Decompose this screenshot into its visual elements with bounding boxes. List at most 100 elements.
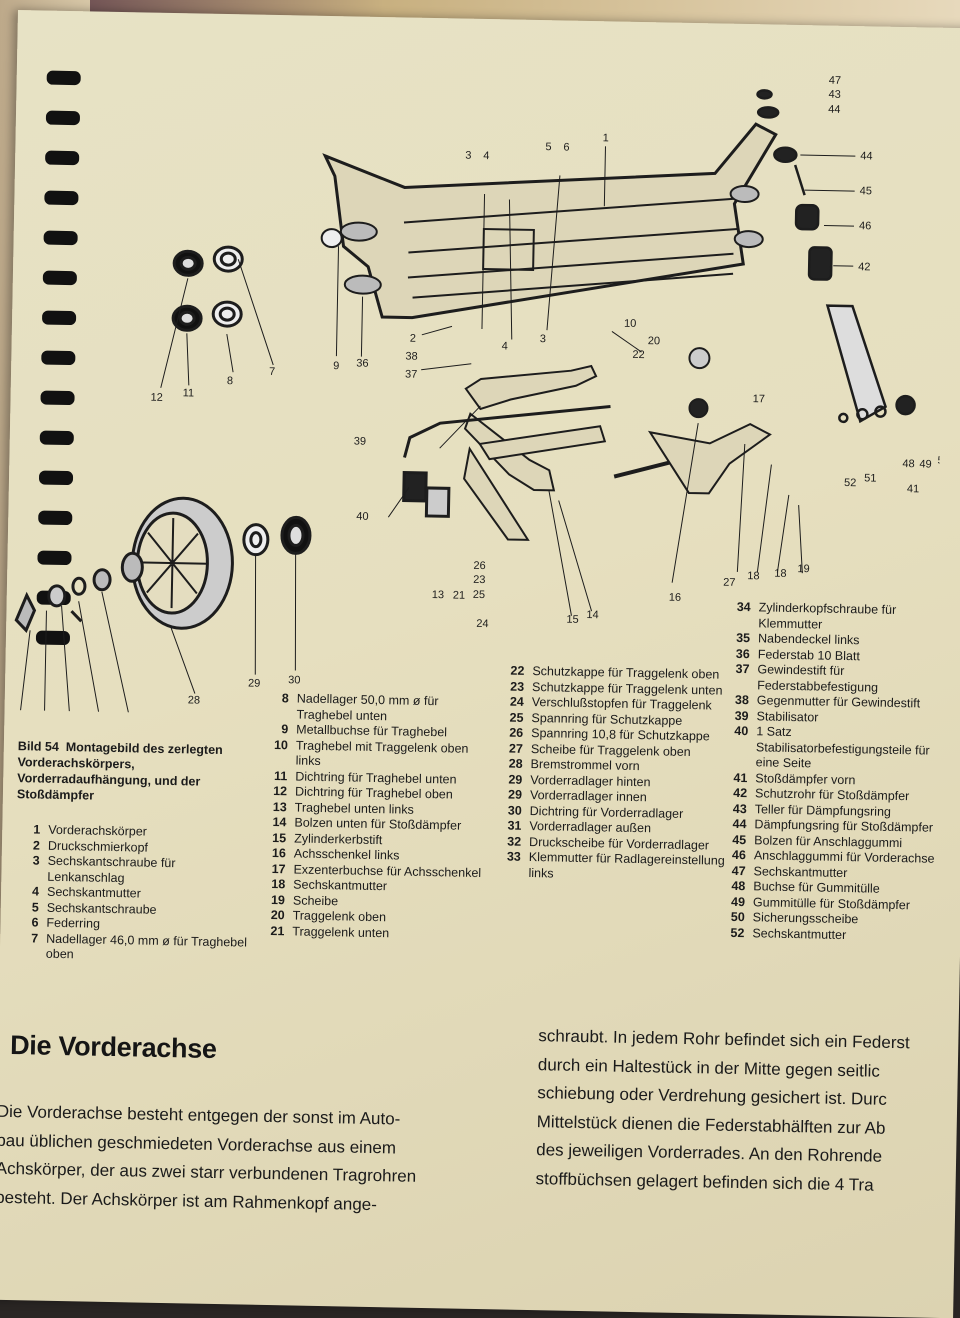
shock-absorber [756,89,916,424]
callout: 47 [829,75,841,87]
figure-caption: Bild 54 Montagebild des zerlegten Vorder… [17,738,248,806]
part-number: 15 [272,830,287,845]
callout: 11 [183,387,195,399]
parts-list-item: 40 1 Satz Stabilisatorbefestigungsteile f… [724,724,945,775]
part-number: 9 [281,722,289,737]
part-number: 30 [507,803,522,818]
part-number: 45 [732,832,747,847]
section-heading: Die Vorderachse [9,1030,217,1065]
callout: 26 [473,560,485,572]
callout: 20 [648,335,660,347]
part-number: 33 [506,849,521,864]
callout: 45 [860,185,872,197]
axle-body [322,122,778,320]
callout: 32 [92,722,104,728]
callout: 7 [269,366,275,378]
body-text-right: schraubt. In jedem Rohr befindet sich ei… [535,1022,948,1201]
part-number: 1 [33,822,41,837]
callout: 12 [150,392,162,404]
callout: 18 [774,568,786,580]
part-description: Zylinderkopfschraube für Klemmutter [758,600,897,632]
callout: 38 [405,351,417,363]
callout: 3 [540,333,546,345]
part-number: 16 [271,846,286,861]
part-number: 38 [734,692,750,708]
callout: 17 [753,393,765,405]
callout: 52 [844,477,856,489]
part-number: 42 [733,785,748,801]
callout: 50 [937,455,947,467]
callout: 15 [566,614,578,626]
callout: 21 [453,589,465,601]
part-number: 13 [272,799,287,814]
callout: 14 [586,609,598,621]
callout: 49 [919,458,931,470]
part-number: 22 [510,663,525,678]
callout: 41 [907,483,919,495]
callout: 19 [797,563,809,575]
body-text-left: Die Vorderachse besteht entgegen der son… [0,1098,497,1222]
part-number: 11 [273,768,288,783]
lower-arm [463,347,772,541]
callout: 39 [354,436,366,448]
part-number: 18 [271,877,286,892]
callout: 4 [483,150,489,162]
leader-lines [15,146,856,728]
callout: 9 [333,360,339,372]
needle-bearings [171,245,244,332]
part-number: 14 [272,815,287,830]
part-number: 49 [730,894,746,909]
callout: 3 [465,150,471,162]
part-number: 34 [736,599,751,615]
part-number: 6 [31,915,39,930]
part-number: 29 [508,772,523,787]
callout: 31 [121,713,133,725]
part-number: 40 [734,723,749,739]
part-number: 3 [32,853,40,868]
part-number: 28 [508,756,523,771]
callout: 44 [828,104,840,116]
upper-arm [463,364,607,492]
part-number: 20 [270,908,285,923]
part-number: 44 [732,816,747,832]
part-number: 12 [273,784,288,799]
callout: 18 [747,570,759,582]
part-number: 41 [733,770,748,785]
callout: 24 [476,618,488,630]
part-description: Traghebel mit Traggelenk oben links [295,737,469,768]
part-number: 36 [735,646,750,661]
callout: 27 [723,577,735,589]
part-number: 47 [731,863,746,878]
part-description: Nadellager 46,0 mm ø für Traghebel oben [45,931,248,962]
callout: 1 [603,132,609,144]
callout: 6 [563,141,569,153]
part-description: Traggelenk unten [292,923,390,940]
figure-number: Bild 54 [17,739,59,754]
callout: 28 [188,694,200,706]
callout: 48 [902,458,914,470]
wheel-bearings [14,515,312,633]
part-number: 21 [270,923,285,938]
part-description: Sechskantmutter [752,925,847,942]
part-description: 1 Satz Stabilisatorbefestigungsteile für… [755,724,930,771]
callout: 37 [405,368,417,380]
parts-list-item: 52 Sechskantmutter [720,925,940,945]
callout: 2 [410,333,416,345]
exploded-view-drawing: 47 43 44 44 45 46 42 1 3 4 5 6 9 36 2 38… [14,75,948,728]
parts-list-item: 21 Traggelenk unten [260,923,490,943]
callout: 30 [288,674,300,686]
part-number: 35 [736,630,751,646]
part-number: 43 [732,801,747,816]
callout: 40 [356,511,368,523]
part-number: 52 [730,925,745,940]
brake-drum [120,496,234,630]
part-number: 31 [507,818,522,833]
